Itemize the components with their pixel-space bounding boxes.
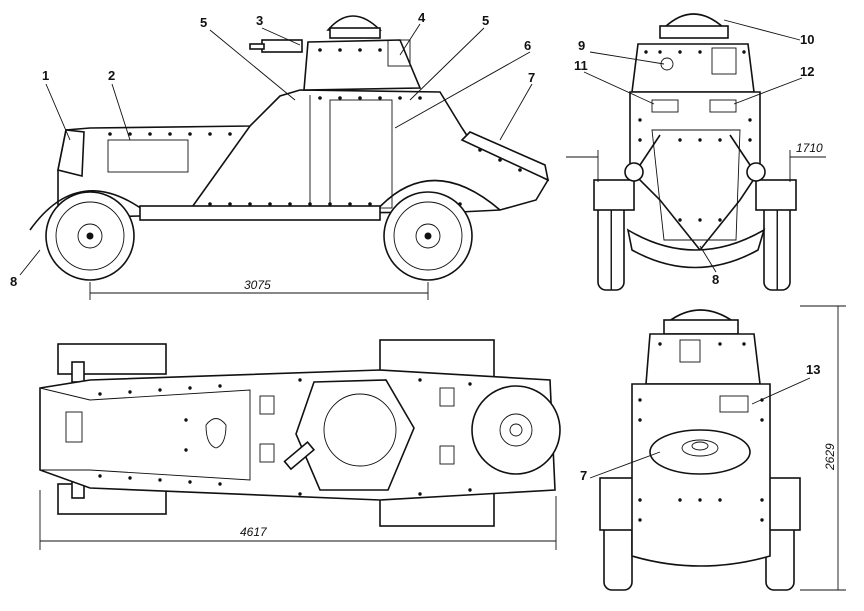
callout-8-front: 8 bbox=[712, 272, 719, 287]
callout-7: 7 bbox=[528, 70, 535, 85]
callout-7-rear: 7 bbox=[580, 468, 587, 483]
length-dimension: 4617 bbox=[240, 525, 268, 539]
wheelbase-dimension: 3075 bbox=[244, 278, 271, 292]
height-dimension: 2629 bbox=[823, 443, 837, 471]
top-view: 4617 bbox=[39, 339, 561, 550]
callout-13: 13 bbox=[806, 362, 820, 377]
callout-2: 2 bbox=[108, 68, 115, 83]
callout-5b: 5 bbox=[482, 13, 489, 28]
callout-9: 9 bbox=[578, 38, 585, 53]
side-view: 3075 1 2 3 4 5 5 6 7 8 bbox=[10, 10, 550, 300]
callout-1: 1 bbox=[42, 68, 49, 83]
callout-12: 12 bbox=[800, 64, 814, 79]
callout-11: 11 bbox=[574, 58, 588, 73]
callout-3: 3 bbox=[256, 13, 263, 28]
callout-4: 4 bbox=[418, 10, 426, 25]
rear-view: 2629 13 7 bbox=[580, 305, 846, 591]
callout-5a: 5 bbox=[200, 15, 207, 30]
front-view: 1710 9 10 11 12 8 bbox=[566, 13, 826, 291]
callout-6: 6 bbox=[524, 38, 531, 53]
callout-8: 8 bbox=[10, 274, 17, 289]
callout-10: 10 bbox=[800, 32, 814, 47]
width-dimension: 1710 bbox=[796, 141, 823, 155]
